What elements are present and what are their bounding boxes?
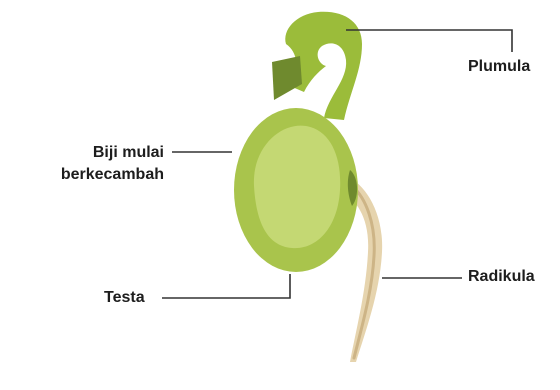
label-testa: Testa xyxy=(104,287,145,309)
label-radikula: Radikula xyxy=(468,266,535,288)
label-plumula: Plumula xyxy=(468,56,530,78)
label-biji-mulai-berkecambah: Biji mulai berkecambah xyxy=(4,142,164,186)
label-biji-line1: Biji mulai xyxy=(4,142,164,164)
seed xyxy=(234,108,358,272)
leader-testa xyxy=(162,274,290,298)
plumula xyxy=(272,12,362,120)
seed-cotyledon xyxy=(254,126,340,249)
label-biji-line2: berkecambah xyxy=(4,164,164,186)
plumula-leaf xyxy=(272,56,302,100)
leader-plumula xyxy=(346,30,512,52)
